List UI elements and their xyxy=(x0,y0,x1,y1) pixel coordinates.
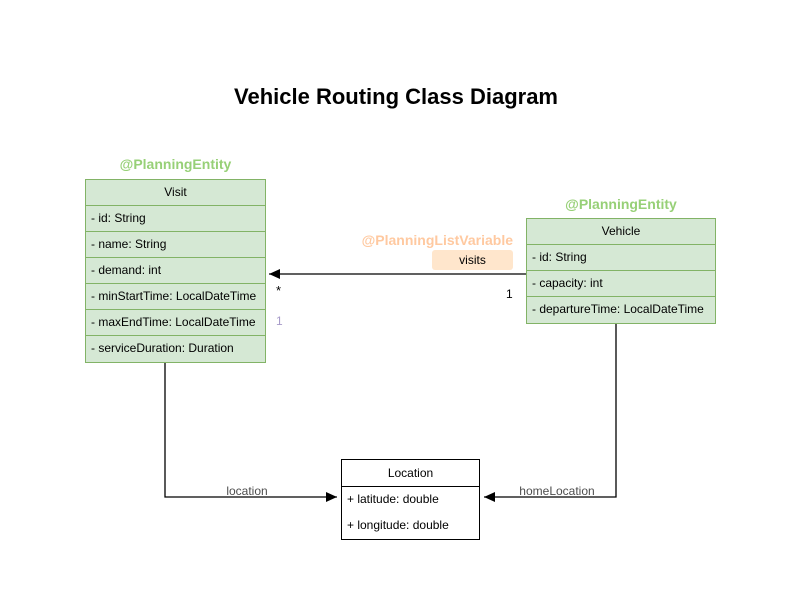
visit-attribute-id: - id: String xyxy=(86,206,265,232)
visits-shadow-multiplicity: 1 xyxy=(276,314,283,328)
visit-attribute-min-start-time: - minStartTime: LocalDateTime xyxy=(86,284,265,310)
location-arrow xyxy=(164,362,337,502)
location-attribute-longitude: + longitude: double xyxy=(347,518,449,532)
visit-attribute-max-end-time: - maxEndTime: LocalDateTime xyxy=(86,310,265,336)
visit-attribute-name: - name: String xyxy=(86,232,265,258)
class-vehicle-name: Vehicle xyxy=(527,219,715,245)
class-vehicle: Vehicle - id: String - capacity: int - d… xyxy=(526,218,716,324)
class-location-name: Location xyxy=(342,460,479,487)
visit-attribute-demand: - demand: int xyxy=(86,258,265,284)
vehicle-attribute-departure-time: - departureTime: LocalDateTime xyxy=(532,302,704,316)
visits-target-multiplicity: * xyxy=(276,283,282,298)
diagram-title: Vehicle Routing Class Diagram xyxy=(234,84,558,109)
vehicle-attribute-capacity: - capacity: int xyxy=(527,271,715,297)
vehicle-attribute-id: - id: String xyxy=(527,245,715,271)
visits-edge-label: visits xyxy=(432,250,513,270)
location-attribute-latitude: + latitude: double xyxy=(347,492,439,506)
visit-attribute-service-duration: - serviceDuration: Duration xyxy=(91,341,234,355)
class-location: Location + latitude: double + longitude:… xyxy=(341,459,480,540)
class-visit-name: Visit xyxy=(86,180,265,206)
home-location-arrow xyxy=(484,322,617,502)
vehicle-planning-entity-annotation: @PlanningEntity xyxy=(565,196,677,212)
home-location-edge-label: homeLocation xyxy=(519,484,595,498)
visits-source-multiplicity: 1 xyxy=(506,287,513,301)
planning-list-variable-annotation: @PlanningListVariable xyxy=(361,232,513,248)
location-edge-label: location xyxy=(226,484,268,498)
class-visit: Visit - id: String - name: String - dema… xyxy=(85,179,266,363)
visit-planning-entity-annotation: @PlanningEntity xyxy=(119,156,232,172)
